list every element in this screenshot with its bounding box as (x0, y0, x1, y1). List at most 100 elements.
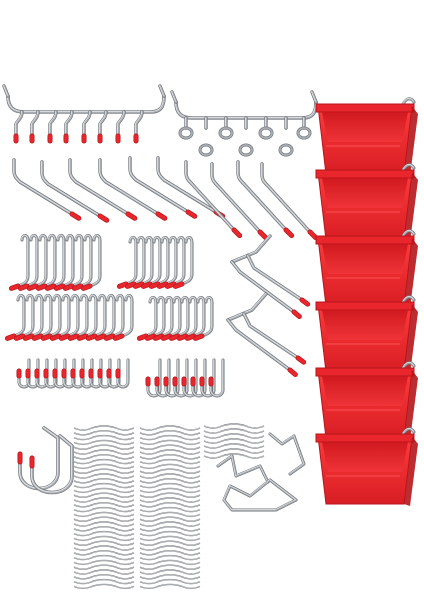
red-bin-inner (322, 112, 408, 142)
spring-clip (139, 463, 201, 470)
rail-with-l-hooks (2, 84, 166, 144)
spring-clip-highlight (139, 464, 201, 469)
spring-clip (139, 439, 201, 446)
spring-clip (139, 583, 201, 590)
l-hook-red-tip (67, 333, 80, 341)
l-hook (160, 296, 174, 338)
spring-clip-highlight (203, 453, 265, 459)
spring-clip (73, 492, 135, 498)
spring-clip (73, 454, 135, 460)
double-prong-hook-arm (230, 260, 296, 314)
long-hook (98, 158, 168, 221)
spring-clip (139, 430, 201, 436)
spring-clip-stack-middle (139, 425, 201, 590)
spring-clip (73, 478, 135, 484)
j-hook (182, 358, 198, 398)
spring-clip-highlight (139, 497, 201, 503)
rail-bar (174, 100, 318, 120)
l-hook (66, 294, 80, 338)
l-hook-red-tip (103, 333, 116, 341)
spring-clip-highlight (139, 492, 201, 498)
spring-clip-highlight (139, 473, 201, 479)
red-bin-side (404, 304, 418, 374)
spring-clip-highlight (73, 540, 135, 546)
spring-clip (139, 569, 201, 575)
l-hook (12, 294, 26, 338)
l-hook (168, 296, 182, 338)
l-hook (192, 296, 206, 338)
red-bin-inner (322, 310, 408, 340)
l-hook-red-tip (53, 283, 66, 291)
spring-clip (139, 502, 201, 508)
red-bin (315, 229, 418, 308)
red-bin-rim (315, 235, 415, 245)
spring-clip-highlight (73, 574, 135, 580)
loop-hook-stem (224, 116, 228, 130)
l-hook (84, 294, 98, 338)
long-hook (40, 160, 110, 223)
red-bin-rim (315, 367, 415, 377)
rail-with-loop-hooks (170, 90, 318, 157)
spring-clip-highlight (139, 488, 201, 493)
long-hook-red-tip (185, 209, 198, 219)
spring-clip (73, 468, 135, 474)
double-prong-hook-top (226, 292, 268, 322)
spring-clip (139, 449, 201, 455)
rail-hook (98, 110, 108, 138)
l-hook-red-tip (160, 333, 173, 341)
long-single-hooks (12, 156, 319, 377)
red-storage-bins (315, 97, 418, 506)
spring-clip (73, 574, 135, 580)
long-hook-red-tip (125, 211, 138, 221)
spring-clip (139, 458, 201, 465)
spring-clip-highlight (203, 448, 265, 454)
l-hook (140, 236, 154, 286)
l-hook-red-tip (144, 333, 157, 341)
j-hook (116, 358, 130, 389)
loop-hook-stem (284, 116, 288, 130)
l-hook-red-tip (71, 283, 84, 291)
spring-clip-highlight (73, 483, 135, 488)
spring-clip-highlight (139, 560, 201, 565)
spring-clip-highlight (139, 564, 201, 570)
l-hook (93, 294, 107, 338)
red-bin (315, 163, 418, 242)
spring-clip-stack-left (73, 425, 135, 590)
spring-clip (73, 521, 135, 527)
l-hook-red-tip (172, 281, 185, 289)
red-bin (315, 295, 418, 374)
l-hook-red-tip (80, 283, 93, 291)
red-bin (315, 427, 418, 506)
spring-clip (139, 434, 201, 441)
spring-clip (73, 516, 135, 522)
l-hook-red-tip (76, 333, 89, 341)
double-prong-red-tip (287, 367, 298, 377)
l-hook-red-tip (13, 333, 26, 341)
j-hook (164, 358, 180, 398)
long-hook-red-tip (231, 227, 243, 239)
spring-clip (139, 492, 201, 498)
spring-clip (73, 578, 135, 585)
spring-clip (73, 425, 135, 431)
spring-clip-highlight (203, 433, 265, 439)
spring-clip (139, 574, 201, 580)
l-hook (30, 294, 44, 338)
l-hook-red-tip (152, 333, 165, 341)
l-hook (102, 294, 116, 338)
spring-clip-highlight (73, 430, 135, 436)
spring-clip (139, 468, 201, 474)
long-hook-red-tip (307, 229, 319, 241)
spring-clip-highlight (73, 454, 135, 460)
red-bin (315, 97, 418, 176)
spring-clip (73, 449, 135, 455)
long-hook (128, 156, 198, 219)
l-hook-red-tip (140, 281, 153, 289)
loop-hook-ring (219, 127, 233, 139)
l-hook (132, 236, 146, 286)
l-hook-row-long (4, 294, 134, 341)
spring-clip-highlight (139, 507, 201, 512)
spring-clip-stacks (73, 423, 306, 590)
red-bin-inner (322, 442, 408, 472)
spring-clip-highlight (73, 497, 135, 503)
